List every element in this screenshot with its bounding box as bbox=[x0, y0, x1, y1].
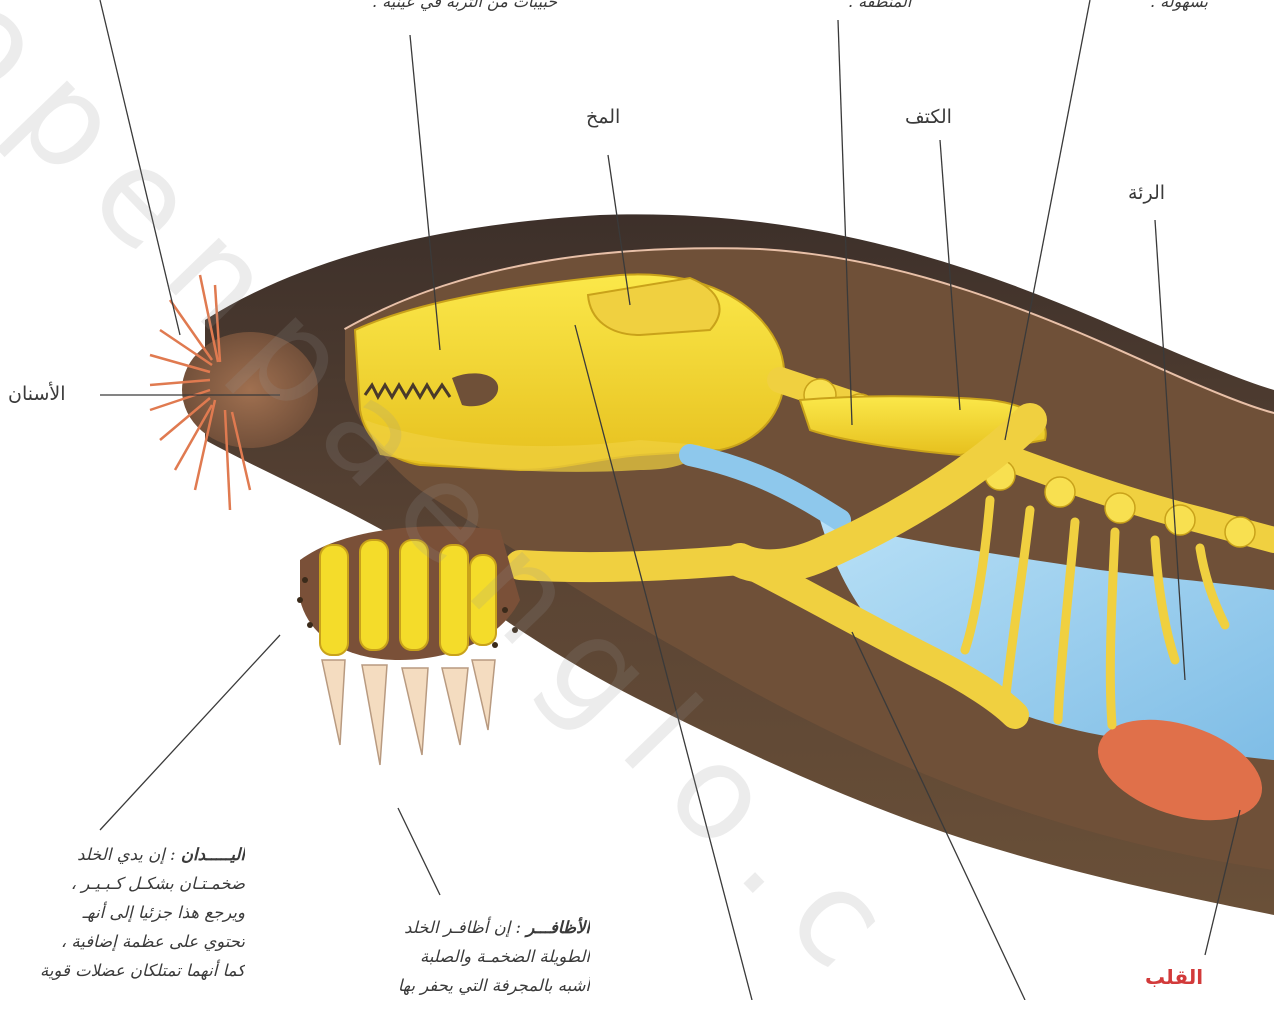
label-brain: المخ bbox=[586, 106, 620, 128]
hands-note-line-2: ضخمـتـان بشكـل كـبـيـر ، bbox=[0, 869, 245, 898]
hands-note-line-3: ويرجع هذا جزئيا إلى أنهـ bbox=[0, 898, 245, 927]
hands-note: اليـــــدان : إن يدي الخلد ضخمـتـان بشكـ… bbox=[0, 840, 245, 985]
claws-note: الأظافـــر : إن أظافـر الخلد الطويلة الض… bbox=[325, 913, 590, 1000]
claws-note-line-1: : إن أظافـر الخلد bbox=[404, 918, 521, 937]
arm-bone bbox=[520, 560, 740, 567]
claws bbox=[322, 660, 495, 765]
snout bbox=[182, 332, 318, 448]
top-fragment-left: حبيبات من التربة في عينيه . bbox=[372, 0, 557, 11]
top-fragment-middle: المنطقة . bbox=[848, 0, 911, 11]
hands-note-title: اليـــــدان bbox=[181, 845, 245, 864]
claws-note-title: الأظافـــر bbox=[526, 918, 590, 937]
top-fragment-right: بسهولة . bbox=[1150, 0, 1208, 11]
label-heart: القلب bbox=[1145, 965, 1203, 989]
hands-note-line-1: : إن يدي الخلد bbox=[77, 845, 176, 864]
hands-note-line-5: كما أنهما تمتلكان عضلات قوية bbox=[0, 956, 245, 985]
claws-note-line-3: أشبه بالمجرفة التي يحفر بها bbox=[325, 971, 590, 1000]
label-lung: الرئة bbox=[1128, 182, 1165, 204]
claws-note-line-2: الطويلة الضخمـة والصلبة bbox=[325, 942, 590, 971]
label-shoulder: الكتف bbox=[905, 106, 952, 128]
hands-note-line-4: تحتوي على عظمة إضافية ، bbox=[0, 927, 245, 956]
label-teeth: الأسنان bbox=[8, 383, 66, 405]
